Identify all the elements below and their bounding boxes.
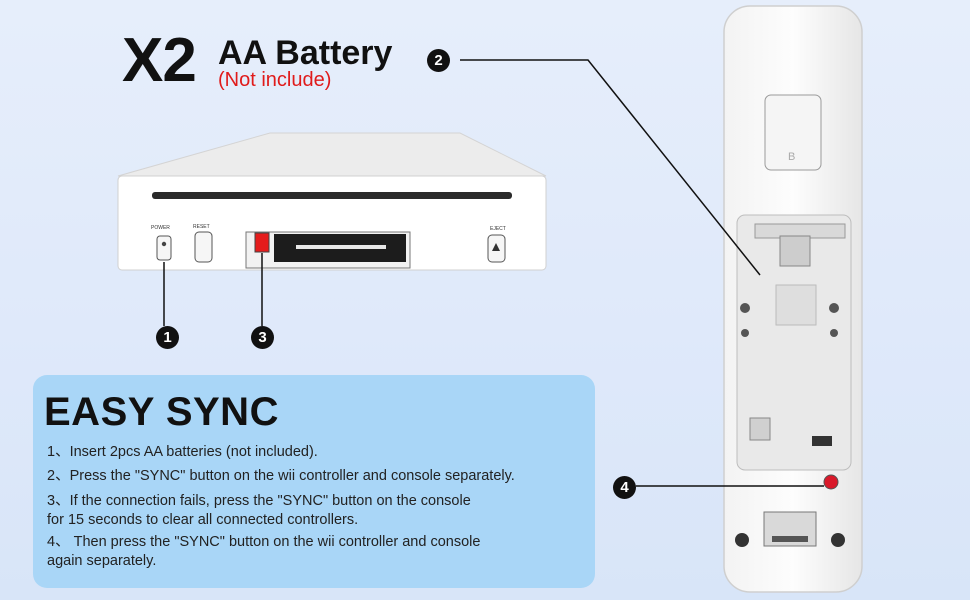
eject-label: EJECT: [490, 226, 506, 232]
callout-lines: [163, 59, 824, 487]
disc-slot: [152, 192, 512, 199]
sync-button-remote: [823, 474, 839, 490]
sync-button-console: [254, 232, 270, 253]
sync-step-3-cont: for 15 seconds to clear all connected co…: [47, 512, 359, 528]
sync-step-2: 2、Press the "SYNC" button on the wii con…: [47, 468, 515, 484]
reset-button: [194, 231, 213, 263]
power-label: POWER: [151, 225, 170, 231]
easy-sync-title: EASY SYNC: [44, 390, 279, 434]
power-button: [156, 235, 172, 261]
sync-step-1: 1、Insert 2pcs AA batteries (not included…: [47, 444, 318, 460]
sync-step-4: 4、 Then press the "SYNC" button on the w…: [47, 534, 481, 550]
easy-sync-card: [33, 375, 595, 588]
wii-console: [117, 132, 547, 271]
callout-badge-3: 3: [251, 326, 274, 349]
reset-label: RESET: [193, 224, 210, 230]
wii-remote: [723, 5, 863, 593]
battery-label: AA Battery: [218, 34, 393, 72]
callout-badge-4: 4: [613, 476, 636, 499]
battery-compartment: [736, 214, 852, 471]
multiplier-text: X2: [122, 26, 197, 95]
sync-step-4-cont: again separately.: [47, 553, 157, 569]
callout-badge-2: 2: [427, 49, 450, 72]
sync-step-3: 3、If the connection fails, press the "SY…: [47, 493, 471, 509]
b-trigger: [764, 94, 822, 171]
callout-badge-1: 1: [156, 326, 179, 349]
b-label: B: [788, 151, 796, 163]
battery-note: (Not include): [218, 69, 332, 91]
